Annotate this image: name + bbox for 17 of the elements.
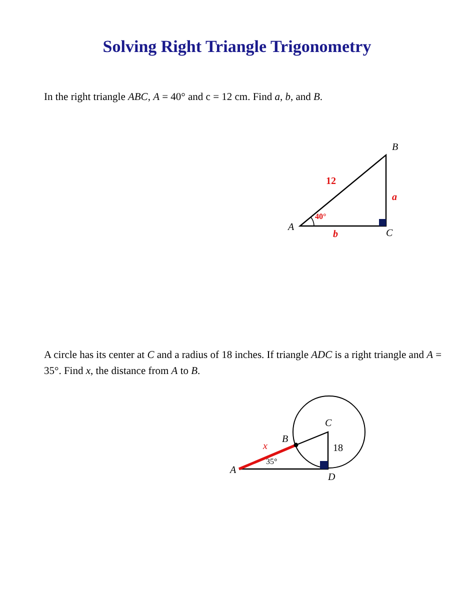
angle-label: 35° <box>266 457 278 467</box>
problem-text: A circle has its center at C and a radius of 18 inches. If triangle ADC is a right triangle and A = 35°. Find x, the distance from A to B. <box>44 349 443 379</box>
side-label: b <box>333 229 338 241</box>
vertex-label: C <box>386 228 393 240</box>
vertex-label: B <box>392 142 398 154</box>
vertex-label: A <box>288 222 294 234</box>
problem-text: In the right triangle ABC, A = 40° and c = 12 cm. Find a, b, and B. <box>44 92 323 105</box>
angle-label: 40° <box>315 212 326 222</box>
side-label: a <box>392 192 397 204</box>
vertex-label: C <box>325 418 332 430</box>
vertex-label: A <box>230 465 236 477</box>
title: Solving Right Triangle Trigonometry <box>102 37 372 58</box>
vertex-label: D <box>328 472 336 484</box>
side-label: 12 <box>326 176 336 188</box>
side-label: x <box>263 441 268 453</box>
side-label: 18 <box>333 443 343 455</box>
vertex-label: B <box>282 434 288 446</box>
